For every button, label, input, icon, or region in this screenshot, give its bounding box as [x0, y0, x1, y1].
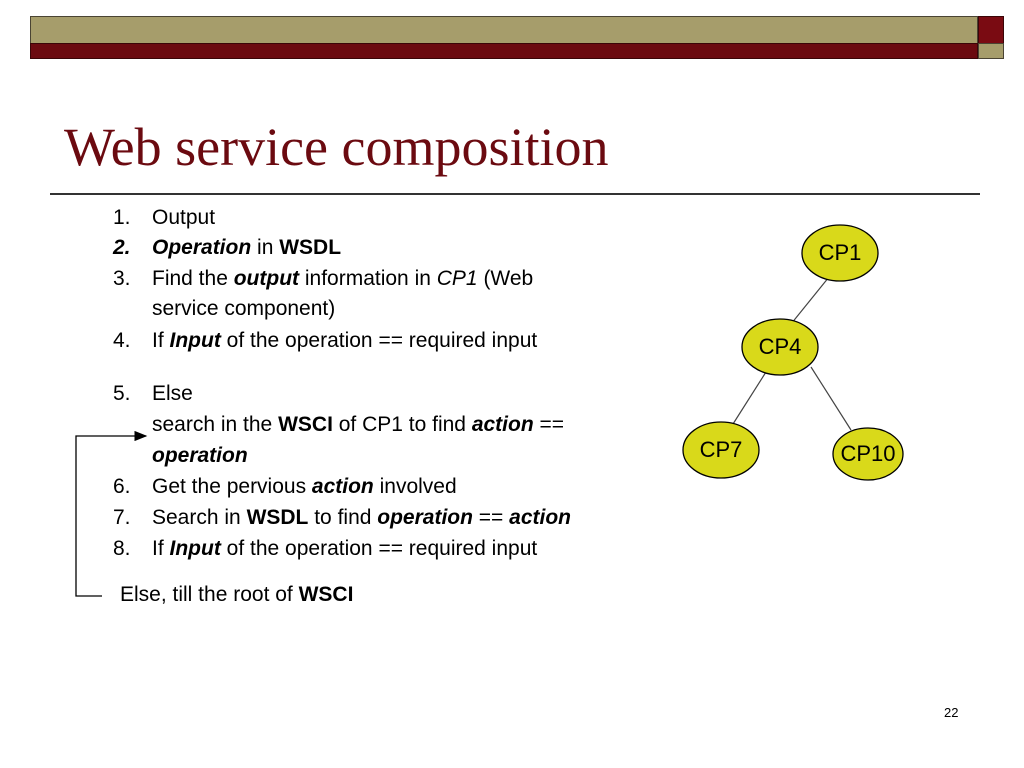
text-run: Operation: [152, 236, 252, 259]
text-run: Input: [169, 329, 221, 352]
list-number: 2.: [113, 236, 131, 259]
tree-node-cp4: CP4: [741, 318, 819, 376]
tree-node-label: CP7: [700, 437, 743, 462]
text-run: Search in: [152, 506, 247, 529]
text-run: If: [152, 537, 170, 560]
text-run: Else: [152, 382, 193, 405]
tree-edge: [732, 371, 767, 425]
list-number: 4.: [113, 329, 131, 352]
text-run: involved: [373, 475, 457, 498]
list-number: 8.: [113, 537, 131, 560]
text-run: action: [311, 475, 374, 498]
loop-note: Else, till the root of WSCI: [120, 580, 353, 610]
list-text: If Input of the operation == required in…: [152, 534, 537, 564]
text-run: of the operation == required input: [220, 537, 538, 560]
header-band-light: [30, 16, 978, 44]
text-run: WSDL: [246, 506, 309, 529]
text-run: action: [471, 413, 534, 436]
list-number: 5.: [113, 382, 131, 405]
text-run: Find the: [152, 267, 234, 290]
header-band-dark: [30, 43, 978, 59]
list-number: 7.: [113, 506, 131, 529]
list-text: Output: [152, 203, 215, 233]
text-run: Else, till the root of: [120, 583, 299, 606]
list-number: 6.: [113, 475, 131, 498]
text-run: of the operation == required input: [220, 329, 538, 352]
list-number: 3.: [113, 267, 131, 290]
text-run: action: [509, 506, 571, 529]
list-text: Find the output information in CP1 (Web: [152, 264, 533, 294]
text-run: information in: [299, 267, 437, 290]
corner-square-dark: [978, 16, 1004, 44]
tree-node-label: CP10: [840, 441, 895, 466]
text-run: CP1: [436, 267, 478, 290]
list-number: 1.: [113, 206, 131, 229]
tree-node-label: CP4: [759, 334, 802, 359]
text-run: operation: [377, 506, 473, 529]
list-text: Else: [152, 379, 193, 409]
text-run: (Web: [477, 267, 534, 290]
list-text: operation: [152, 441, 248, 471]
text-run: WSCI: [298, 583, 354, 606]
text-run: WSDL: [279, 236, 342, 259]
page-number: 22: [944, 705, 959, 720]
list-text: search in the WSCI of CP1 to find action…: [152, 410, 564, 440]
text-run: to find: [308, 506, 378, 529]
text-run: in: [251, 236, 280, 259]
tree-node-cp1: CP1: [801, 224, 879, 282]
tree-node-cp7: CP7: [682, 421, 760, 479]
text-run: Input: [169, 537, 221, 560]
list-text: Get the pervious action involved: [152, 472, 457, 502]
text-run: WSCI: [278, 413, 333, 436]
text-run: Get the pervious: [152, 475, 312, 498]
corner-square-light: [978, 43, 1004, 59]
list-text: service component): [152, 294, 335, 324]
slide-title: Web service composition: [64, 117, 609, 177]
text-run: output: [233, 267, 300, 290]
text-run: ==: [533, 413, 565, 436]
list-text: If Input of the operation == required in…: [152, 326, 537, 356]
text-run: Output: [152, 206, 216, 229]
text-run: service component): [152, 297, 336, 320]
loop-back-arrow: [75, 430, 148, 597]
text-run: search in the: [152, 413, 279, 436]
tree-node-label: CP1: [819, 240, 862, 265]
tree-edge: [790, 276, 830, 325]
text-run: operation: [152, 444, 248, 467]
title-divider: [50, 193, 980, 195]
list-text: Search in WSDL to find operation == acti…: [152, 503, 571, 533]
tree-edge: [810, 366, 852, 431]
list-text: Operation in WSDL: [152, 233, 341, 263]
tree-node-cp10: CP10: [832, 427, 904, 481]
text-run: ==: [472, 506, 510, 529]
text-run: If: [152, 329, 170, 352]
text-run: of CP1 to find: [332, 413, 472, 436]
